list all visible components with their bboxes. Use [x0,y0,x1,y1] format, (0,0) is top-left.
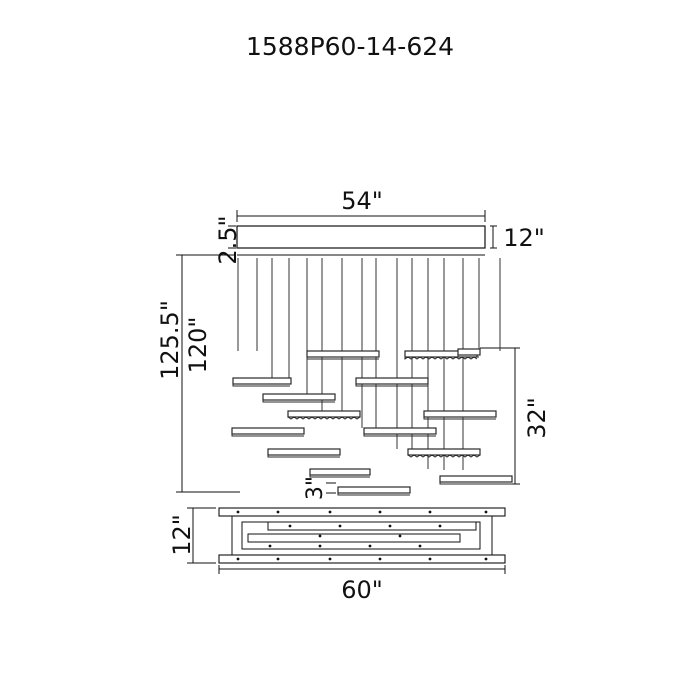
fixture-height-dimension [326,482,336,494]
mount-dot [338,524,342,528]
crystal-edge [309,475,370,478]
crystal-edge [423,417,496,420]
mount-dot [276,557,280,561]
crystal-edge [363,434,436,437]
mount-dot [484,510,488,514]
pendant-fixture [355,377,429,385]
canopy [236,225,486,249]
mount-dot [378,510,382,514]
canopy-depth-label: 12" [503,224,545,252]
bottom-width-label: 60" [341,576,383,604]
crystal-edge [232,384,290,387]
top-view-frame-top [218,507,506,517]
mount-dot [428,510,432,514]
crystal-edge [337,493,410,496]
top-view [218,507,506,564]
mount-dot [236,510,240,514]
pendant-fixture [439,475,513,483]
top-view-inner [241,521,481,550]
canopy-width-dimension [236,210,486,222]
mount-dot [268,544,272,548]
mount-dot [428,557,432,561]
canopy-width-label: 54" [341,187,383,215]
mount-dot [418,544,422,548]
mount-dot [484,557,488,561]
crystal-edge [267,455,340,458]
crystal-edge [287,416,361,420]
canopy-height-dimension [228,225,236,249]
drop-range-label: 32" [523,397,551,439]
pendant-fixture [262,393,336,401]
overall-height-dimension [176,254,240,493]
pendant-fixture [309,468,371,476]
max-cable-label: 120" [184,317,212,374]
pendant-fixture [363,427,437,435]
crystal-edge [457,355,479,358]
mount-dot [388,524,392,528]
mount-dot [398,534,402,538]
top-view-outer [231,515,493,556]
mount-dot [318,534,322,538]
mount-dot [378,557,382,561]
top-view-frame-bottom [218,554,506,564]
model-number: 1588P60-14-624 [246,32,454,61]
mount-dot [368,544,372,548]
mount-dot [328,510,332,514]
mount-points [236,510,488,561]
crystal-edge [439,482,512,485]
mount-dot [438,524,442,528]
mount-dot [276,510,280,514]
top-view-bar-1 [267,521,477,531]
canopy-depth-dimension [490,225,497,249]
pendant-cluster [231,258,513,496]
bottom-depth-dimension [187,507,216,564]
pendant-fixture [407,448,481,456]
overall-height-label: 125.5" [156,300,184,380]
pendant-fixture [457,348,481,356]
crystal-edge [306,357,379,360]
bottom-width-dimension [218,565,506,574]
crystal-edge [262,400,335,403]
crystal-edge [231,434,304,437]
crystal-edge [355,384,428,387]
pendant-fixture [232,377,292,385]
pendant-fixture [337,486,411,494]
fixture-height-label: 3" [303,476,328,500]
bottom-depth-label: 12" [168,514,196,556]
pendant-fixture [423,410,497,418]
mount-dot [318,544,322,548]
pendant-fixture [267,448,341,456]
crystal-edge [404,356,478,360]
crystal-edge [407,454,481,458]
pendant-fixture [287,410,361,418]
mount-dot [288,524,292,528]
canopy-height-label: 2.5" [214,215,242,264]
mount-dot [236,557,240,561]
pendant-fixture [306,350,380,358]
top-view-bar-2 [247,533,461,543]
pendant-fixture [231,427,305,435]
mount-dot [328,557,332,561]
